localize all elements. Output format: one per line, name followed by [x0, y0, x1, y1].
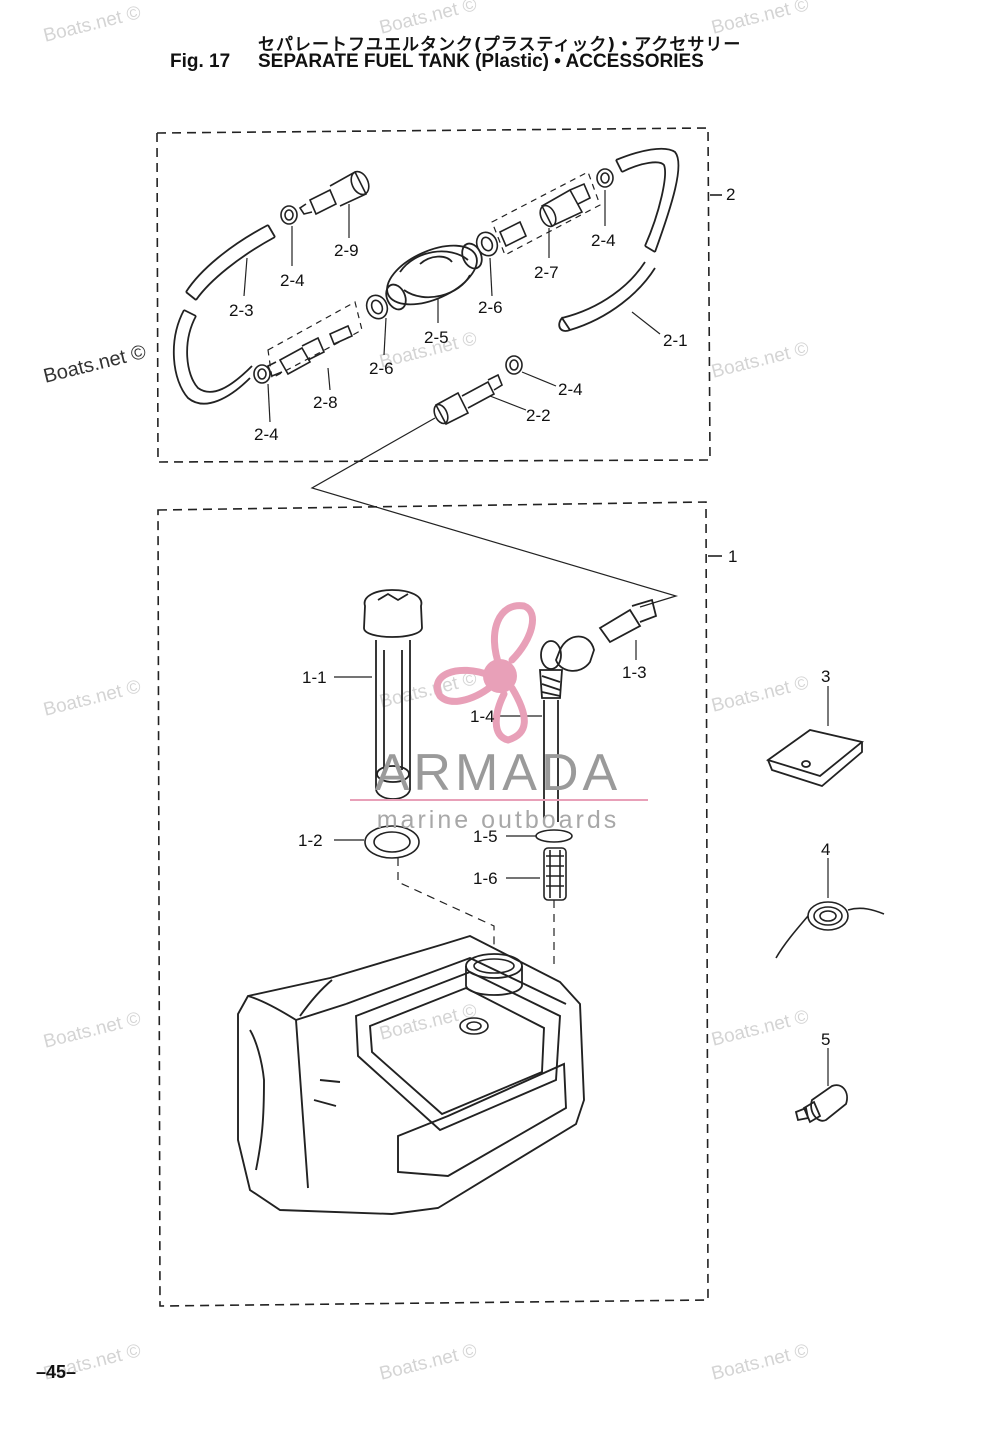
- armada-logo-text: ARMADA: [375, 744, 621, 802]
- accessory-5: [794, 1084, 848, 1124]
- group-1-box: [157, 501, 709, 1307]
- callouts: 2 2-1 2-2 2-3 2-4 2-4 2-4 2-4 2-5 2-6 2-…: [229, 185, 830, 1049]
- callout-2-4: 2-4: [254, 425, 279, 444]
- hose-2-3: [172, 224, 276, 405]
- group-2-box: [156, 127, 711, 463]
- connector-2-9: [298, 170, 370, 216]
- callout-2-4: 2-4: [558, 380, 583, 399]
- connector-2-2: [433, 373, 503, 426]
- hose-2-1: [558, 147, 680, 332]
- callout-1-3: 1-3: [622, 663, 647, 682]
- callout-1-1: 1-1: [302, 668, 327, 687]
- callout-4: 4: [821, 840, 830, 859]
- callout-2-3: 2-3: [229, 301, 254, 320]
- callout-1-6: 1-6: [473, 869, 498, 888]
- page-number: –45–: [36, 1362, 77, 1382]
- title-english: SEPARATE FUEL TANK (Plastic) • ACCESSORI…: [258, 51, 704, 72]
- callout-2-9: 2-9: [334, 241, 359, 260]
- callout-2-2: 2-2: [526, 406, 551, 425]
- figure-number: Fig. 17: [170, 51, 231, 72]
- callout-2-8: 2-8: [313, 393, 338, 412]
- callout-1-2: 1-2: [298, 831, 323, 850]
- callout-2-7: 2-7: [534, 263, 559, 282]
- armada-logo-subtitle: marine outboards: [377, 806, 620, 834]
- callout-2-6: 2-6: [369, 359, 394, 378]
- callout-2-5: 2-5: [424, 328, 449, 347]
- accessory-4: [775, 901, 885, 959]
- callout-5: 5: [821, 1030, 830, 1049]
- primer-bulb-2-5: [385, 242, 483, 311]
- callout-2: 2: [726, 185, 735, 204]
- fuel-pickup: [539, 598, 658, 822]
- callout-1-4: 1-4: [470, 707, 495, 726]
- callout-2-6: 2-6: [478, 298, 503, 317]
- accessory-3: [765, 729, 865, 788]
- armada-logo: ARMADA marine outboards: [350, 602, 648, 834]
- fuel-gauge-1-1: [363, 589, 423, 800]
- callout-1-5: 1-5: [473, 827, 498, 846]
- callout-3: 3: [821, 667, 830, 686]
- callout-2-4: 2-4: [280, 271, 305, 290]
- fuel-tank: [237, 934, 585, 1215]
- connector-2-7: [498, 182, 592, 248]
- filter-1-6: [543, 847, 567, 901]
- callout-2-4: 2-4: [591, 231, 616, 250]
- callout-2-1: 2-1: [663, 331, 688, 350]
- title-japanese: セパレートフユエルタンク(プラスティック)・アクセサリー: [258, 35, 742, 55]
- callout-1: 1: [728, 547, 737, 566]
- connector-2-8: [266, 324, 354, 378]
